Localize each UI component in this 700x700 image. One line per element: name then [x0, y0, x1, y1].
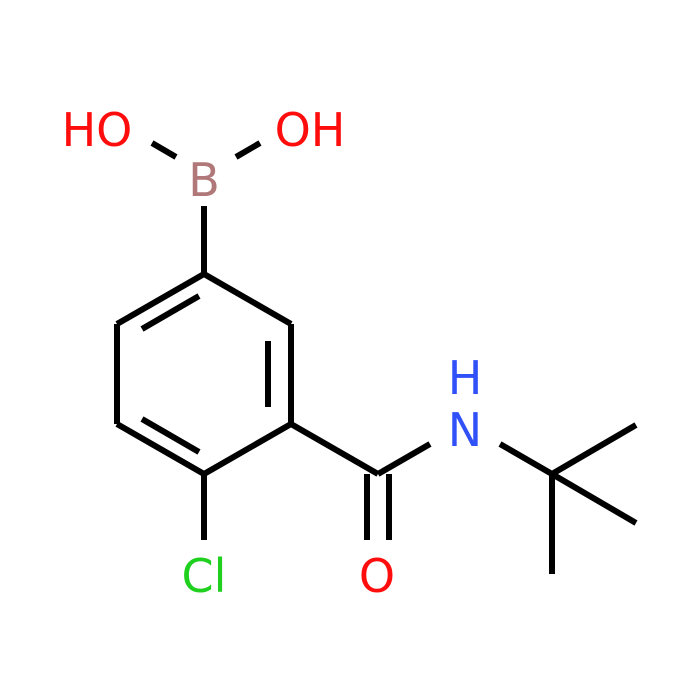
- bonds: [114, 140, 638, 574]
- atom-label-n: N: [448, 403, 482, 457]
- ring-double-inner-3: [140, 293, 201, 332]
- bond-b-o-left: [150, 140, 178, 160]
- ring-bond-4: [115, 421, 206, 477]
- atom-label-cl: Cl: [182, 549, 227, 603]
- bond-tbu-1: [550, 422, 638, 477]
- atom-label-b: B: [188, 153, 220, 207]
- atom-label-o: O: [359, 549, 395, 603]
- ring-bond-1: [202, 271, 293, 327]
- bond-tbu-2: [550, 471, 638, 526]
- atom-label-h: H: [448, 351, 483, 405]
- atom-labels: HO OH B H N O Cl: [62, 103, 483, 603]
- bond-b-o-right: [234, 140, 262, 160]
- bond-ring-carbonyl: [289, 421, 380, 477]
- ring-bond-3: [202, 421, 293, 477]
- bond-n-c: [498, 441, 554, 477]
- atom-label-oh: OH: [275, 103, 346, 157]
- ring-bond-6: [115, 271, 206, 327]
- bond-c-n: [376, 441, 432, 477]
- atom-label-ho: HO: [62, 103, 133, 157]
- ring-double-inner-2: [140, 416, 201, 455]
